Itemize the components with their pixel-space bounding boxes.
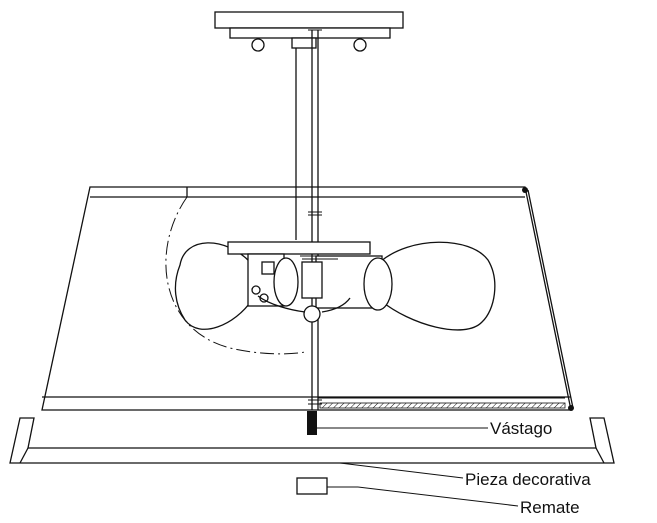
decorative-piece-part [9,417,615,479]
label-finial: Remate [520,498,580,517]
central-stem [291,29,322,250]
finial-part [296,477,519,507]
label-decorative-piece: Pieza decorativa [465,470,591,489]
lamp-shade [41,186,574,411]
bulbs-and-sockets [174,241,496,331]
rod-part [307,411,488,435]
label-rod: Vástago [490,419,552,438]
